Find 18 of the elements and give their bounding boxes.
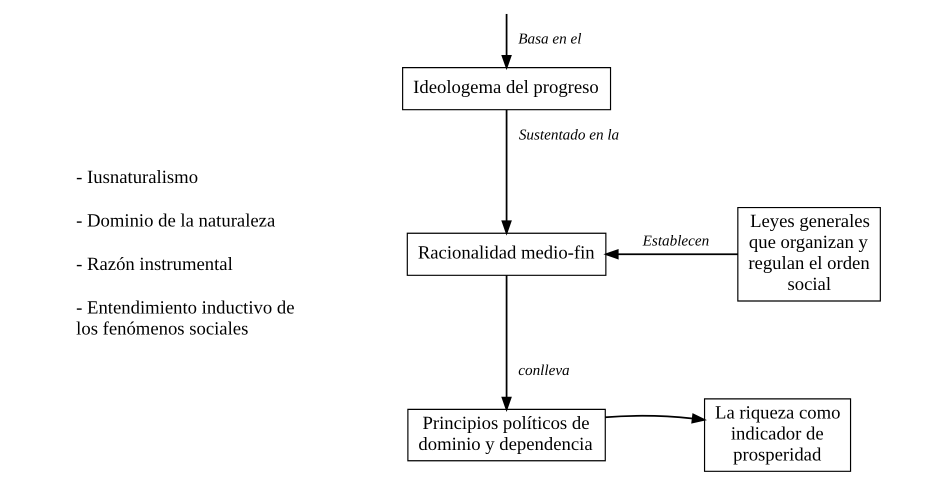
node-box: Ideologema del progreso: [402, 67, 611, 110]
label: - Razón instrumental: [76, 254, 232, 275]
node-box: La riqueza como indicador de prosperidad: [703, 398, 851, 472]
arrow: [500, 276, 512, 412]
node-box: Principios políticos de dominio y dependencia: [406, 408, 606, 462]
arrow: [604, 413, 706, 424]
label: - Entendimiento inductivo de los fenómenos sociales: [76, 297, 294, 340]
node-box: Racionalidad medio-fin: [406, 232, 606, 276]
label: - Dominio de la naturaleza: [76, 210, 275, 232]
node-box: Leyes generales que organizan y regulan el orden social: [736, 206, 880, 302]
edge-label: Establecen: [642, 232, 709, 250]
edge-label: Sustentado en la: [518, 126, 619, 144]
label: - Iusnaturalismo: [76, 167, 198, 188]
edge-label: conlleva: [518, 362, 570, 379]
arrow: [602, 248, 738, 260]
arrow: [500, 110, 512, 236]
arrow: [500, 14, 512, 70]
edge-label: Basa en el: [518, 30, 581, 48]
